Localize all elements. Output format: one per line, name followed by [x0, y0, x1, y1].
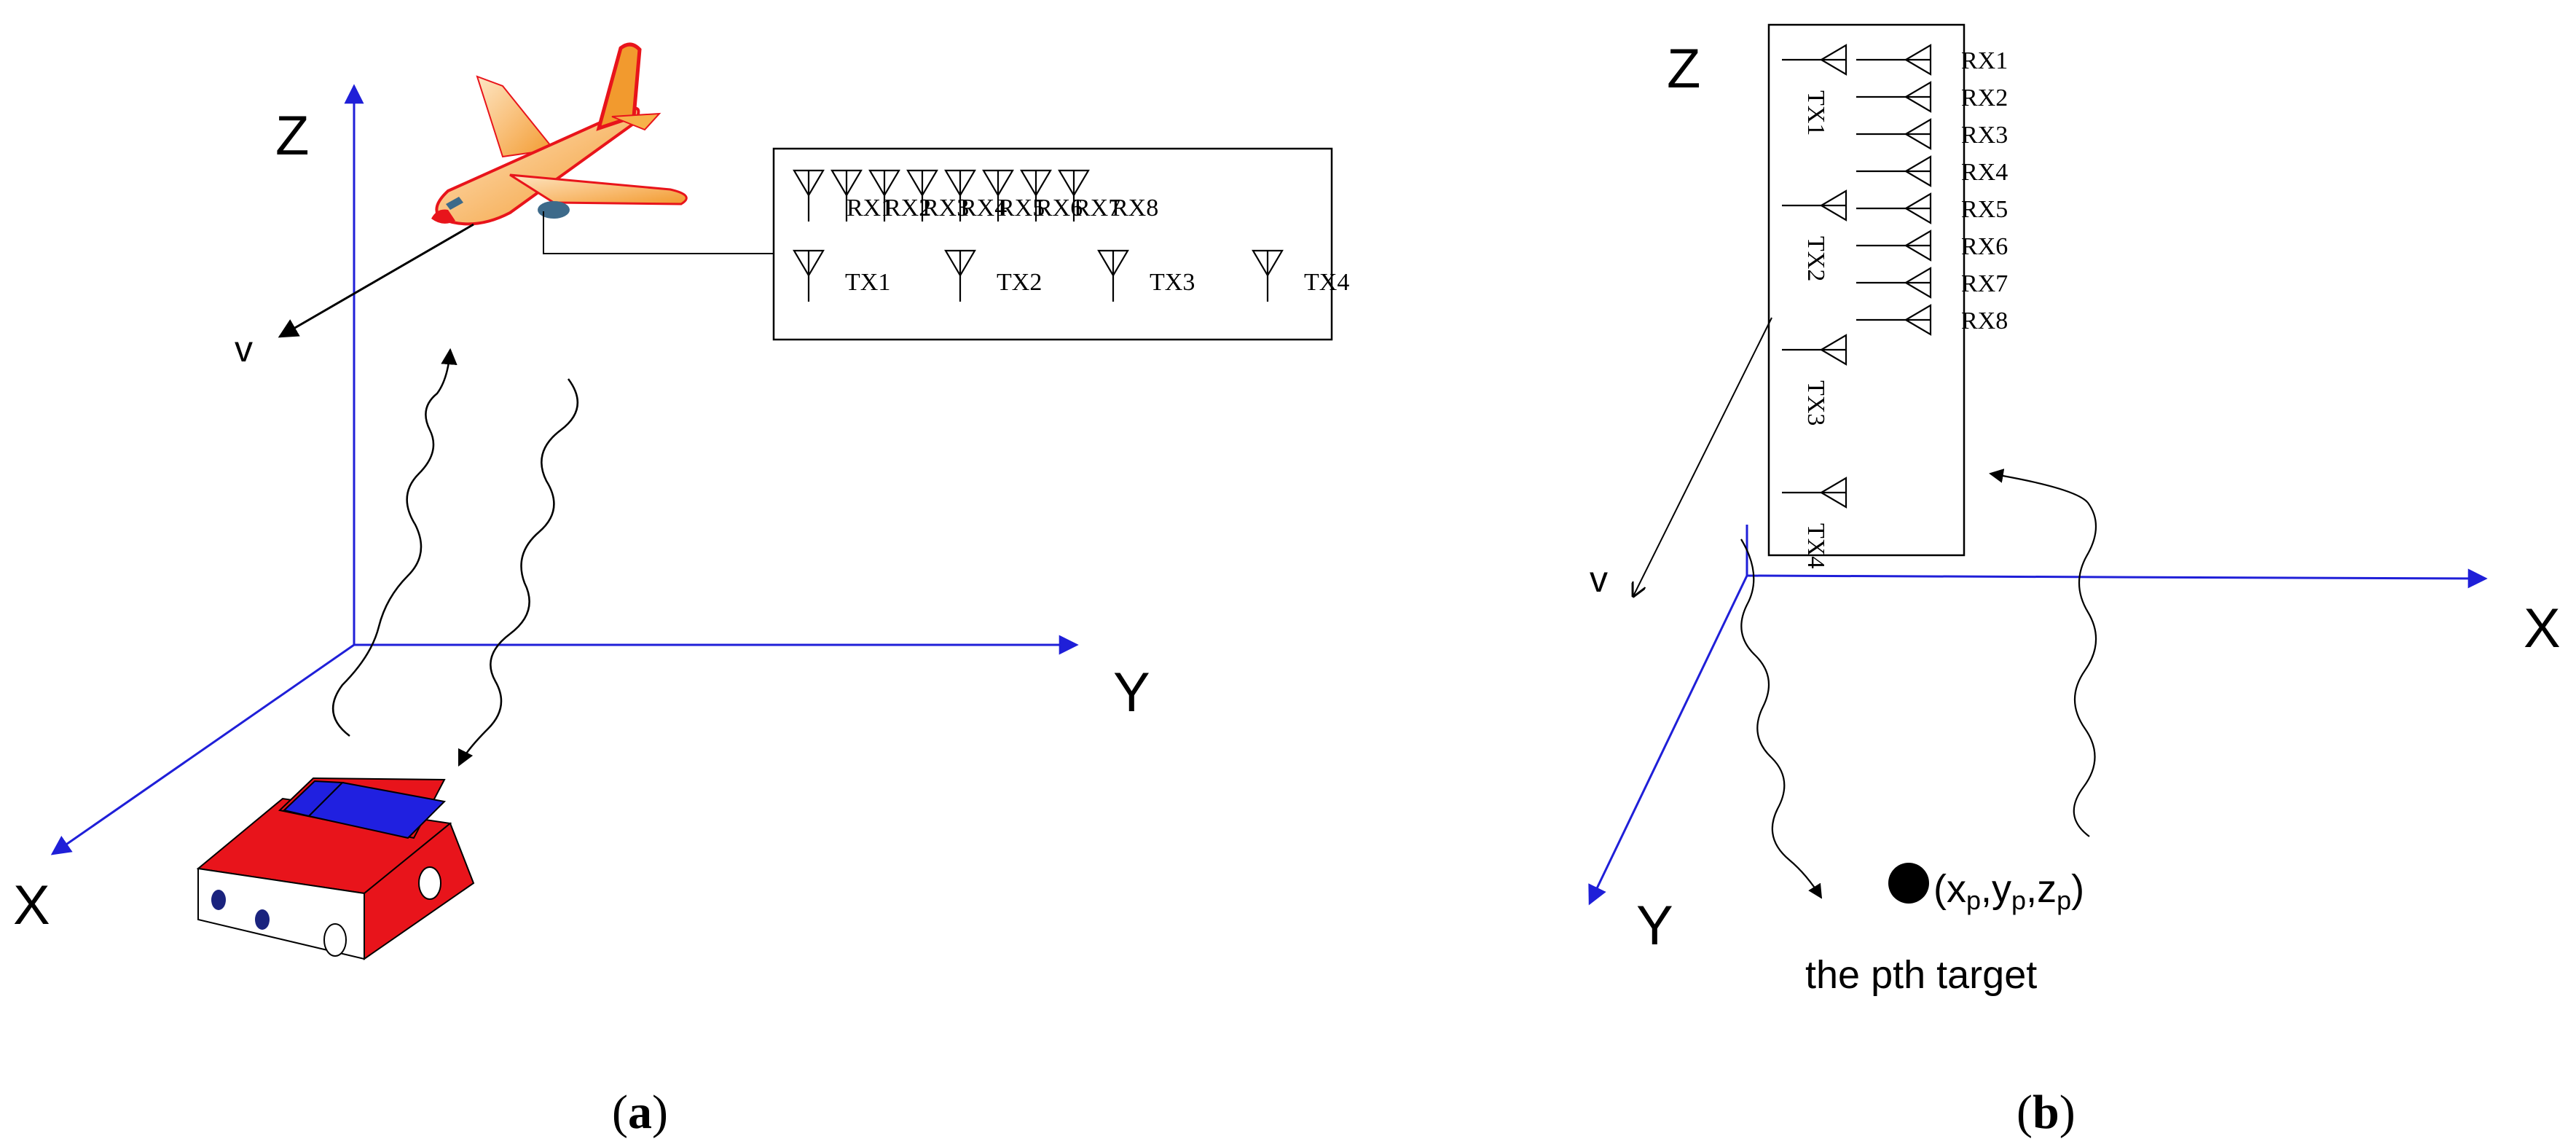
panel-b-caption: (b) [2017, 1086, 2076, 1139]
target-coordinate: (xp,yp,zp) [1933, 867, 2084, 915]
panel-a-rx-antenna-icon [1020, 169, 1052, 222]
panel-a: Z Y X v [13, 42, 1349, 1139]
panel-a-tx-antenna-icon [944, 249, 976, 302]
panel-a-tx-antenna-icon [1252, 249, 1284, 302]
panel-b-y-axis [1588, 575, 1748, 906]
target-point [1888, 863, 1929, 904]
panel-b-tx-antenna-icon [1782, 44, 1847, 76]
panel-b-wave-up [1989, 469, 2097, 837]
panel-a-x-label: X [13, 874, 50, 936]
panel-b-rx-label: RX1 [1961, 47, 2008, 74]
panel-a-rx-antenna-icon [1058, 169, 1090, 222]
panel-b-rx-antenna-icon [1856, 267, 1932, 299]
car-icon [196, 777, 475, 960]
panel-a-tx-antenna-icon [1097, 249, 1129, 302]
panel-b-rx-label: RX4 [1961, 159, 2008, 186]
panel-a-caption: (a) [612, 1086, 668, 1139]
panel-b-rx-antenna-icon [1856, 155, 1932, 187]
panel-a-rx-label: RX4 [960, 195, 1007, 222]
panel-b-tx-label: TX4 [1802, 523, 1829, 568]
panel-b-y-label: Y [1636, 895, 1673, 957]
panel-a-x-axis [50, 643, 355, 855]
panel-b-waves [1740, 469, 2097, 899]
panel-a-rx-antenna-icon [793, 169, 825, 222]
panel-b-rx-label: RX6 [1961, 233, 2008, 260]
panel-a-rx-label: RX3 [922, 195, 969, 222]
panel-b-rx-label: RX2 [1961, 85, 2008, 111]
panel-b-axes [1588, 525, 2488, 906]
panel-b-rx-antenna-icon [1856, 230, 1932, 262]
panel-b-rx-antenna-icon [1856, 118, 1932, 150]
panel-a-axes [50, 84, 1079, 855]
panel-a-waves [331, 348, 579, 767]
panel-a-rx-antenna-icon [830, 169, 863, 222]
panel-b-tx-label: TX1 [1802, 90, 1829, 136]
panel-a-rx-label: RX5 [998, 195, 1045, 222]
panel-a-rx-antenna-icon [982, 169, 1014, 222]
panel-a-tx-label: TX3 [1150, 269, 1195, 296]
panel-b-rx-label: RX3 [1961, 122, 2008, 149]
panel-b-z-label: Z [1667, 38, 1700, 100]
panel-a-rx-label: RX6 [1036, 195, 1083, 222]
panel-a-wave-down [458, 378, 579, 767]
panel-b-rx-antenna-icon [1856, 44, 1932, 76]
panel-a-rx-antenna-icon [906, 169, 938, 222]
panel-b-rx-label: RX8 [1961, 307, 2008, 334]
panel-a-velocity-arrow [278, 223, 474, 338]
panel-b-tx-label: TX2 [1802, 236, 1829, 281]
panel-b-tx-antenna-icon [1782, 189, 1847, 222]
panel-a-rx-antenna-icon [868, 169, 900, 222]
panel-a-tx-antenna-icon [793, 249, 825, 302]
target-label: the pth target [1805, 953, 2037, 997]
panel-a-z-label: Z [275, 105, 309, 167]
panel-a-rx-antenna-icon [944, 169, 976, 222]
panel-b-tx-antenna-icon [1782, 334, 1847, 366]
panel-b-tx-label: TX3 [1802, 380, 1829, 426]
panel-a-rx-label: RX7 [1074, 195, 1120, 222]
panel-b-rx-label: RX7 [1961, 270, 2008, 297]
panel-b-rx-antenna-icon [1856, 192, 1932, 224]
panel-b-antenna-box [1767, 23, 1966, 557]
panel-b-rx-antenna-icon [1856, 81, 1932, 113]
panel-b-rx-label: RX5 [1961, 196, 2008, 223]
panel-a-rx-label: RX8 [1112, 195, 1158, 222]
panel-a-tx-label: TX1 [845, 269, 890, 296]
panel-b-velocity-label: v [1590, 559, 1608, 600]
panel-b-tx-antenna-icon [1782, 477, 1847, 509]
panel-b-wave-down [1740, 538, 1823, 899]
panel-a-tx-label: TX2 [997, 269, 1042, 296]
panel-a-y-label: Y [1113, 662, 1150, 724]
panel-a-tx-label: TX4 [1304, 269, 1349, 296]
panel-b-x-axis [1746, 568, 2488, 589]
panel-b-rx-antenna-icon [1856, 304, 1932, 336]
panel-b-x-label: X [2524, 598, 2561, 659]
panel-a-tx-array: TX1 TX2 TX3 TX4 [793, 249, 1349, 302]
panel-a-antenna-box [772, 147, 1333, 341]
panel-a-rx-label: RX2 [884, 195, 931, 222]
panel-a-velocity-label: v [235, 329, 253, 369]
panel-b-velocity-arrow [1633, 317, 1772, 596]
panel-a-wave-up [331, 348, 458, 737]
panel-a-rx-label: RX1 [847, 195, 893, 222]
airplane-icon [431, 42, 688, 226]
panel-a-connector [543, 211, 774, 254]
